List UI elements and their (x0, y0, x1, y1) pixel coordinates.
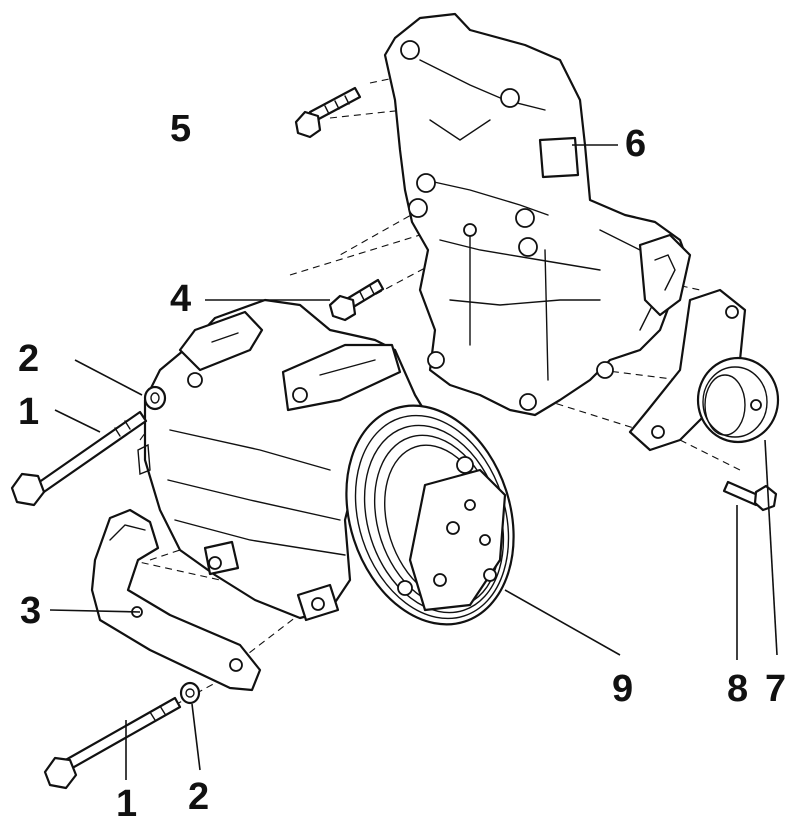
leader-lines (49, 144, 778, 780)
callout-bolt-top: 5 (170, 108, 192, 150)
roller-bolt (722, 480, 778, 512)
callout-bolt-bottom: 1 (116, 783, 138, 825)
lower-bracket (90, 508, 262, 692)
callout-roller-bolt: 8 (727, 668, 749, 710)
callout-washer-top-left: 2 (18, 338, 40, 380)
tensioner-roller (628, 288, 780, 452)
washer-bottom (179, 681, 201, 705)
callout-mount-bracket: 6 (625, 123, 647, 165)
compressor-body (137, 298, 515, 626)
bolt-bottom (43, 696, 182, 790)
callout-bolt-top-left: 1 (18, 391, 40, 433)
mount-bracket (383, 12, 692, 417)
bolt-top-left (10, 410, 148, 507)
bolt-middle (328, 278, 385, 322)
callout-compressor: 9 (612, 668, 634, 710)
washer-top-left (143, 385, 167, 411)
callout-washer-bottom: 2 (188, 776, 210, 818)
callout-bolt-middle: 4 (170, 278, 192, 320)
callout-tensioner-roller: 7 (765, 668, 787, 710)
bolt-top (294, 86, 362, 139)
callout-bracket: 3 (20, 590, 42, 632)
